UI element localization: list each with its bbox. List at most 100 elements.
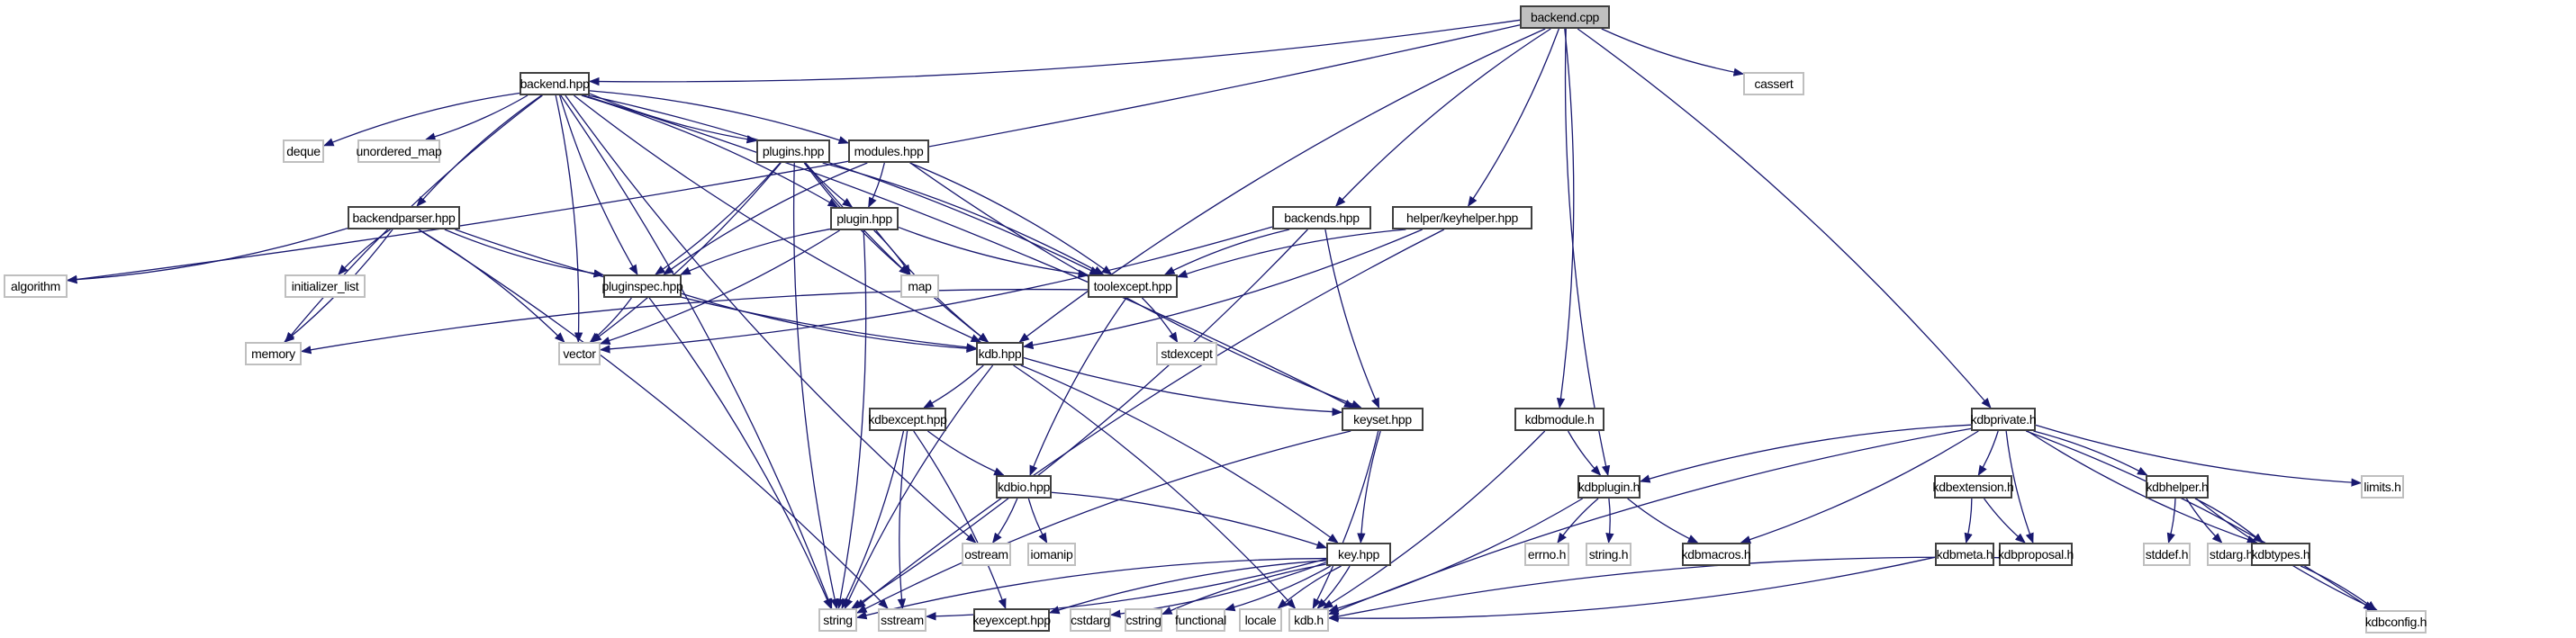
edge-backendparser-hpp-to-initializer-list	[338, 229, 391, 275]
edge-modules-hpp-to-plugin-hpp	[868, 162, 885, 209]
edge-backend-hpp-to-plugins-hpp	[589, 93, 758, 144]
edge-backend-cpp-to-kdbmodule-h	[1556, 28, 1575, 409]
node-locale[interactable]: locale	[1239, 608, 1282, 632]
node-backend-hpp[interactable]: backend.hpp	[520, 72, 590, 95]
edge-plugins-hpp-to-string	[792, 162, 839, 610]
node-algorithm[interactable]: algorithm	[4, 274, 68, 298]
edge-plugin-hpp-to-string	[836, 229, 867, 610]
node-string-h[interactable]: string.h	[1586, 543, 1631, 566]
node-kdb-h[interactable]: kdb.h	[1288, 608, 1329, 632]
edge-kdb-hpp-to-kdbexcept-hpp	[923, 364, 984, 409]
edge-modules-hpp-to-toolexcept-hpp	[909, 162, 1113, 275]
node-kdbhelper-h[interactable]: kdbhelper.h	[2146, 475, 2209, 499]
node-vector[interactable]: vector	[558, 342, 601, 365]
node-functional[interactable]: functional	[1175, 608, 1226, 632]
edge-backend-hpp-to-plugin-hpp	[581, 94, 839, 208]
node-cstring[interactable]: cstring	[1125, 608, 1162, 632]
node-string[interactable]: string	[818, 608, 857, 632]
edge-backend-hpp-to-modules-hpp	[589, 90, 850, 145]
node-toolexcept-hpp[interactable]: toolexcept.hpp	[1088, 274, 1178, 298]
edge-kdbprivate-h-to-kdbmacros-h	[1740, 430, 1979, 544]
node-kdbmeta-h[interactable]: kdbmeta.h	[1935, 543, 1994, 566]
edge-backend-cpp-to-keyhelper-hpp	[1467, 28, 1559, 207]
edge-kdbexcept-hpp-to-kdbio-hpp	[926, 430, 1005, 476]
edge-kdbhelper-h-to-kdbtypes-h	[2194, 498, 2264, 544]
node-kdbconfig-h[interactable]: kdbconfig.h	[2365, 610, 2427, 634]
node-errno-h[interactable]: errno.h	[1524, 543, 1569, 566]
node-iomanip[interactable]: iomanip	[1027, 543, 1076, 566]
edge-key-hpp-to-keyexcept-hpp	[1048, 560, 1327, 615]
node-pluginspec-hpp[interactable]: pluginspec.hpp	[602, 274, 683, 298]
node-memory[interactable]: memory	[245, 342, 302, 365]
node-stddef-h[interactable]: stddef.h	[2143, 543, 2191, 566]
node-kdbmodule-h[interactable]: kdbmodule.h	[1514, 408, 1604, 431]
node-limits-h[interactable]: limits.h	[2361, 475, 2404, 499]
edge-plugins-hpp-to-vector	[591, 162, 782, 343]
edge-kdbio-hpp-to-key-hpp	[1051, 491, 1328, 549]
node-cstdarg[interactable]: cstdarg	[1070, 608, 1111, 632]
edge-kdbprivate-h-to-kdbplugin-h	[1639, 424, 1972, 483]
node-keyset-hpp[interactable]: keyset.hpp	[1342, 408, 1424, 431]
node-kdbio-hpp[interactable]: kdbio.hpp	[996, 475, 1052, 499]
node-kdbmacros-h[interactable]: kdbmacros.h	[1682, 543, 1751, 566]
edge-backend-hpp-to-kdb-hpp	[574, 94, 982, 343]
node-backends-hpp[interactable]: backends.hpp	[1272, 206, 1371, 229]
edge-backend-hpp-to-ostream	[565, 94, 977, 544]
node-backendparser-hpp[interactable]: backendparser.hpp	[348, 206, 460, 229]
edge-backend-hpp-to-keyset-hpp	[583, 94, 1355, 409]
node-kdb-hpp[interactable]: kdb.hpp	[976, 342, 1024, 365]
node-keyhelper-hpp[interactable]: helper/keyhelper.hpp	[1392, 206, 1532, 229]
node-stdexcept[interactable]: stdexcept	[1156, 342, 1217, 365]
node-keyexcept-hpp[interactable]: keyexcept.hpp	[972, 608, 1051, 632]
node-kdbproposal-h[interactable]: kdbproposal.h	[1998, 543, 2074, 566]
edge-pluginspec-hpp-to-vector	[589, 297, 632, 343]
edge-backendparser-hpp-to-vector	[418, 229, 565, 343]
node-ostream[interactable]: ostream	[962, 543, 1011, 566]
edge-kdbprivate-h-to-kdbconfig-h	[2025, 430, 2374, 611]
edge-backend-cpp-to-backend-hpp	[588, 19, 1521, 86]
edge-toolexcept-hpp-to-memory	[300, 288, 1089, 355]
edge-kdbprivate-h-to-kdbextension-h	[1977, 430, 1999, 477]
edge-plugin-hpp-to-pluginspec-hpp	[680, 228, 831, 275]
edge-modules-hpp-to-pluginspec-hpp	[663, 162, 868, 275]
edge-backend-hpp-to-unordered-map	[424, 94, 529, 141]
edge-kdbexcept-hpp-to-keyexcept-hpp	[913, 430, 1007, 610]
node-kdbprivate-h[interactable]: kdbprivate.h	[1971, 408, 2037, 431]
edge-backendparser-hpp-to-sstream	[418, 229, 889, 609]
node-backend-cpp[interactable]: backend.cpp	[1520, 5, 1610, 29]
node-kdbtypes-h[interactable]: kdbtypes.h	[2251, 543, 2310, 566]
node-kdbexcept-hpp[interactable]: kdbexcept.hpp	[868, 408, 947, 431]
edge-backend-hpp-to-string	[560, 94, 833, 610]
node-plugins-hpp[interactable]: plugins.hpp	[756, 139, 830, 163]
node-deque[interactable]: deque	[283, 139, 324, 163]
edge-toolexcept-hpp-to-stdexcept	[1141, 297, 1179, 343]
node-modules-hpp[interactable]: modules.hpp	[848, 139, 929, 163]
node-plugin-hpp[interactable]: plugin.hpp	[830, 207, 899, 230]
edge-backends-hpp-to-vector	[599, 226, 1273, 354]
node-kdbplugin-h[interactable]: kdbplugin.h	[1577, 475, 1641, 499]
edge-backends-hpp-to-keyset-hpp	[1324, 229, 1380, 409]
edge-pluginspec-hpp-to-string	[648, 297, 832, 610]
node-map[interactable]: map	[900, 274, 939, 298]
node-initializer-list[interactable]: initializer_list	[285, 274, 366, 298]
edge-backend-hpp-to-deque	[322, 92, 520, 147]
node-sstream[interactable]: sstream	[878, 608, 926, 632]
edge-backends-hpp-to-toolexcept-hpp	[1163, 229, 1290, 275]
edge-keyset-hpp-to-key-hpp	[1357, 430, 1381, 544]
edge-kdb-hpp-to-key-hpp	[1020, 364, 1339, 544]
node-kdbextension-h[interactable]: kdbextension.h	[1933, 475, 2014, 499]
edge-key-hpp-to-kdb-h	[1316, 565, 1351, 609]
edge-kdbprivate-h-to-kdbtypes-h	[2027, 430, 2258, 544]
edge-keyset-hpp-to-string	[855, 430, 1351, 614]
node-key-hpp[interactable]: key.hpp	[1326, 543, 1391, 566]
edge-keyset-hpp-to-kdb-h	[1312, 430, 1379, 610]
edge-kdbprivate-h-to-kdb-h	[1327, 427, 1972, 616]
edge-backendparser-hpp-to-kdb-hpp	[455, 229, 978, 352]
edge-kdbprivate-h-to-kdbhelper-h	[2033, 430, 2148, 476]
edge-backendparser-hpp-to-pluginspec-hpp	[444, 229, 605, 278]
node-cassert[interactable]: cassert	[1743, 72, 1804, 95]
edge-backendparser-hpp-to-algorithm	[66, 227, 348, 284]
node-unordered-map[interactable]: unordered_map	[357, 139, 442, 163]
node-stdarg-h[interactable]: stdarg.h	[2207, 543, 2255, 566]
